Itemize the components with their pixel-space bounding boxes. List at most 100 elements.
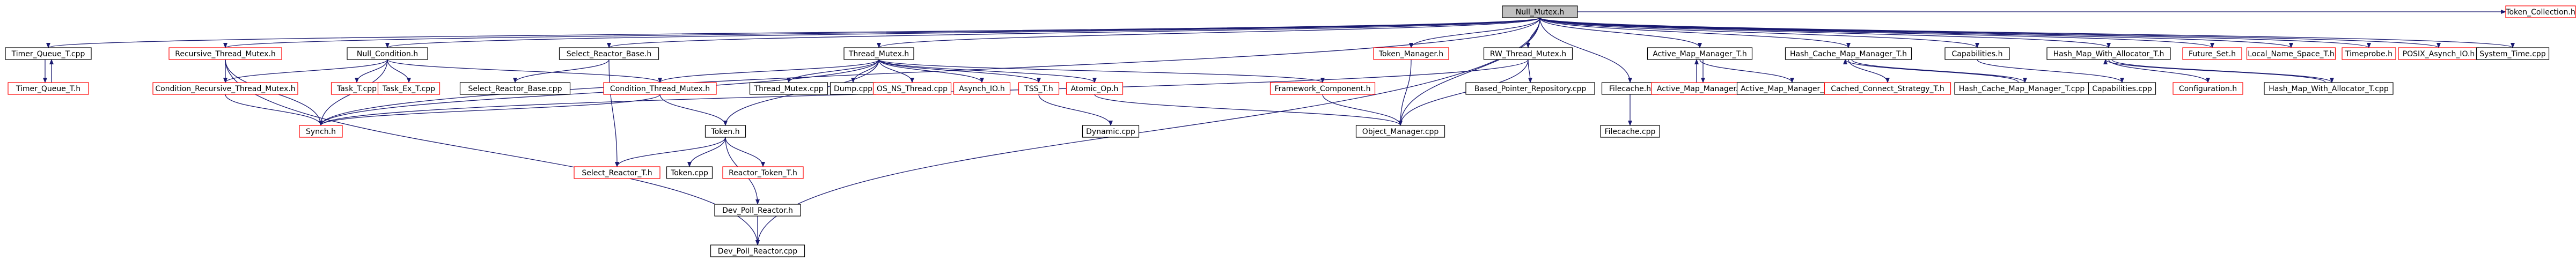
node-timeprobe-h[interactable]: Timeprobe.h xyxy=(2342,47,2396,60)
node-dynamic-cpp[interactable]: Dynamic.cpp xyxy=(1082,125,1140,138)
edge-atomic_op_h-to-object_manager_cpp xyxy=(1094,94,1403,126)
node-os-ns-thread-cpp[interactable]: OS_NS_Thread.cpp xyxy=(872,82,952,95)
node-future-set-h[interactable]: Future_Set.h xyxy=(2182,47,2242,60)
node-token-collection-h[interactable]: Token_Collection.h xyxy=(2505,5,2576,18)
node-box xyxy=(2246,47,2336,60)
node-reactor-token-t-h[interactable]: Reactor_Token_T.h xyxy=(722,166,804,179)
node-recursive-thread-mutex-h[interactable]: Recursive_Thread_Mutex.h xyxy=(168,47,282,60)
node-system-time-cpp[interactable]: System_Time.cpp xyxy=(2476,47,2550,60)
node-condition-recursive-thread-mutex-h[interactable]: Condition_Recursive_Thread_Mutex.h xyxy=(152,82,298,95)
node-token-manager-h[interactable]: Token_Manager.h xyxy=(1373,47,1449,60)
edge-thread_mutex_h-to-atomic_op_h xyxy=(878,59,1097,83)
node-dev-poll-reactor-h[interactable]: Dev_Poll_Reactor.h xyxy=(714,204,801,217)
node-object-manager-cpp[interactable]: Object_Manager.cpp xyxy=(1355,125,1445,138)
edge-token_h-to-token_cpp xyxy=(687,137,726,167)
node-label: RW_Thread_Mutex.h xyxy=(1490,50,1566,58)
node-timer-queue-t-cpp[interactable]: Timer_Queue_T.cpp xyxy=(5,47,92,60)
edge-select_reactor_base_h-to-select_reactor_base_cpp xyxy=(513,59,610,83)
edge-null_mutex_h-to-select_reactor_base_h xyxy=(607,17,1540,48)
node-box xyxy=(1018,82,1060,95)
node-box xyxy=(299,125,343,138)
edge-token_manager_h-to-object_manager_cpp xyxy=(1398,59,1412,126)
node-filecache-cpp[interactable]: Filecache.cpp xyxy=(1600,125,1660,138)
node-hash-map-with-allocator-t-h[interactable]: Hash_Map_With_Allocator_T.h xyxy=(2046,47,2171,60)
node-token-h[interactable]: Token.h xyxy=(704,125,746,138)
edge-null_condition_h-to-condition_thread_mutex_h xyxy=(387,59,662,83)
node-active-map-manager-t-h[interactable]: Active_Map_Manager_T.h xyxy=(1647,47,1753,60)
node-dump-cpp[interactable]: Dump.cpp xyxy=(830,82,877,95)
node-label: Recursive_Thread_Mutex.h xyxy=(175,50,276,58)
node-atomic-op-h[interactable]: Atomic_Op.h xyxy=(1066,82,1124,95)
node-asynch-io-h[interactable]: Asynch_IO.h xyxy=(953,82,1011,95)
node-posix-asynch-io-h[interactable]: POSIX_Asynch_IO.h xyxy=(2398,47,2479,60)
node-framework-component-h[interactable]: Framework_Component.h xyxy=(1269,82,1376,95)
node-thread-mutex-h[interactable]: Thread_Mutex.h xyxy=(843,47,914,60)
node-box xyxy=(1600,125,1660,138)
node-hash-cache-map-manager-t-h[interactable]: Hash_Cache_Map_Manager_T.h xyxy=(1785,47,1912,60)
edge-thread_mutex_h-to-asynch_io_h xyxy=(878,59,984,83)
node-task-ex-t-cpp[interactable]: Task_Ex_T.cpp xyxy=(377,82,441,95)
node-token-cpp[interactable]: Token.cpp xyxy=(666,166,713,179)
node-box xyxy=(603,82,717,95)
node-cached-connect-strategy-t-h[interactable]: Cached_Connect_Strategy_T.h xyxy=(1824,82,1951,95)
node-label: Hash_Map_With_Allocator_T.h xyxy=(2053,50,2164,58)
node-label: Hash_Cache_Map_Manager_T.h xyxy=(1790,50,1907,58)
edge-hash_map_with_allocator_t_h-to-configuration_h xyxy=(2108,59,2210,83)
node-label: Framework_Component.h xyxy=(1274,85,1370,93)
node-label: Select_Reactor_Base.h xyxy=(567,50,651,58)
node-select-reactor-t-h[interactable]: Select_Reactor_T.h xyxy=(574,166,660,179)
node-label: Timeprobe.h xyxy=(2345,50,2392,58)
node-dev-poll-reactor-cpp[interactable]: Dev_Poll_Reactor.cpp xyxy=(710,244,805,257)
edge-null_mutex_h-to-synch_h xyxy=(319,17,1540,126)
node-label: Token.cpp xyxy=(670,169,708,177)
node-box xyxy=(722,166,804,179)
node-label: Filecache.cpp xyxy=(1605,128,1656,136)
node-label: OS_NS_Thread.cpp xyxy=(877,85,948,93)
node-label: Select_Reactor_T.h xyxy=(582,169,652,177)
node-hash-cache-map-manager-t-cpp[interactable]: Hash_Cache_Map_Manager_T.cpp xyxy=(1954,82,2089,95)
edge-rw_thread_mutex_h-to-based_pointer_repository_cpp xyxy=(1528,59,1532,83)
node-configuration-h[interactable]: Configuration.h xyxy=(2173,82,2243,95)
node-thread-mutex-cpp[interactable]: Thread_Mutex.cpp xyxy=(749,82,828,95)
node-synch-h[interactable]: Synch.h xyxy=(299,125,343,138)
edge-hash_cache_map_manager_t_h-to-hash_cache_map_manager_t_cpp xyxy=(1851,59,2027,83)
node-label: Dev_Poll_Reactor.cpp xyxy=(718,247,798,256)
node-label: Capabilities.cpp xyxy=(2092,85,2152,93)
node-label: Active_Map_Manager.h xyxy=(1657,85,1743,93)
node-task-t-cpp[interactable]: Task_T.cpp xyxy=(331,82,383,95)
edge-thread_mutex_h-to-os_ns_thread_cpp xyxy=(878,59,914,83)
node-select-reactor-base-h[interactable]: Select_Reactor_Base.h xyxy=(559,47,659,60)
node-box xyxy=(574,166,660,179)
node-box xyxy=(2476,47,2550,60)
node-label: System_Time.cpp xyxy=(2479,50,2546,58)
node-local-name-space-t-h[interactable]: Local_Name_Space_T.h xyxy=(2246,47,2336,60)
node-label: Active_Map_Manager_T.h xyxy=(1653,50,1746,58)
node-box xyxy=(1647,47,1753,60)
node-label: Task_Ex_T.cpp xyxy=(382,85,435,93)
node-timer-queue-t-h[interactable]: Timer_Queue_T.h xyxy=(8,82,89,95)
node-active-map-manager-t-cpp[interactable]: Active_Map_Manager_T.cpp xyxy=(1736,82,1848,95)
node-active-map-manager-h[interactable]: Active_Map_Manager.h xyxy=(1651,82,1749,95)
node-label: Condition_Thread_Mutex.h xyxy=(610,85,710,93)
node-based-pointer-repository-cpp[interactable]: Based_Pointer_Repository.cpp xyxy=(1465,82,1595,95)
node-capabilities-cpp[interactable]: Capabilities.cpp xyxy=(2088,82,2156,95)
node-box xyxy=(710,244,805,257)
edge-null_condition_h-to-task_ex_t_cpp xyxy=(387,59,411,83)
node-rw-thread-mutex-h[interactable]: RW_Thread_Mutex.h xyxy=(1483,47,1573,60)
node-null-mutex-h[interactable]: Null_Mutex.h xyxy=(1502,5,1578,18)
node-box xyxy=(1355,125,1445,138)
node-box xyxy=(347,47,428,60)
node-select-reactor-base-cpp[interactable]: Select_Reactor_Base.cpp xyxy=(459,82,571,95)
node-tss-t-h[interactable]: TSS_T.h xyxy=(1018,82,1060,95)
node-condition-thread-mutex-h[interactable]: Condition_Thread_Mutex.h xyxy=(603,82,717,95)
node-box xyxy=(704,125,746,138)
node-box xyxy=(872,82,952,95)
node-label: Select_Reactor_Base.cpp xyxy=(468,85,562,93)
edge-thread_mutex_h-to-condition_thread_mutex_h xyxy=(658,59,879,83)
edge-active_map_manager_t_h-to-active_map_manager_t_cpp xyxy=(1699,59,1794,83)
node-filecache-h[interactable]: Filecache.h xyxy=(1601,82,1659,95)
node-hash-map-with-allocator-t-cpp[interactable]: Hash_Map_With_Allocator_T.cpp xyxy=(2264,82,2394,95)
node-capabilities-h[interactable]: Capabilities.h xyxy=(1944,47,2010,60)
node-null-condition-h[interactable]: Null_Condition.h xyxy=(347,47,428,60)
node-box xyxy=(666,166,713,179)
